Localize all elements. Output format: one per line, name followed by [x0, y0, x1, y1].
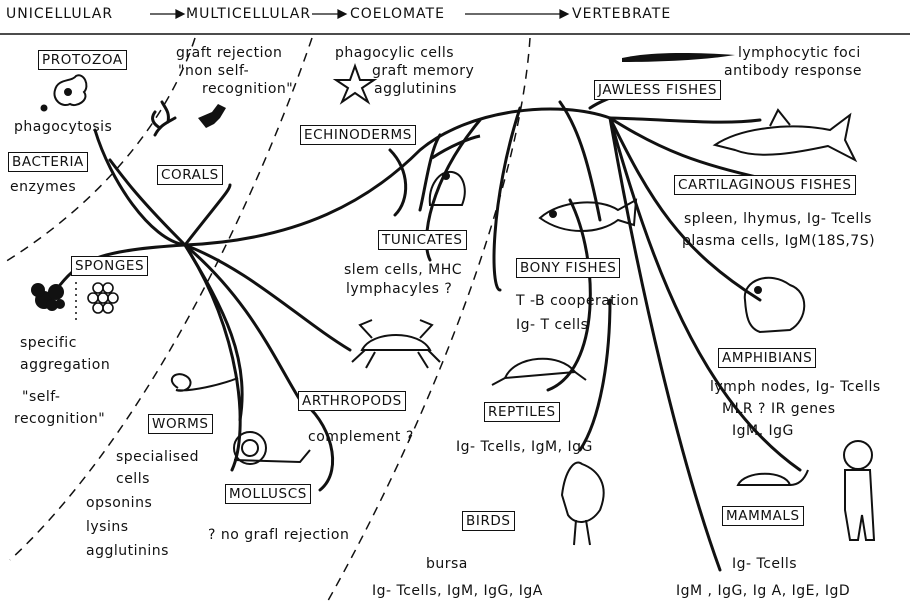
mouse-drawing [736, 469, 809, 486]
chicken-drawing [560, 461, 605, 546]
note-tunicates-2: lymphacyles ? [346, 281, 453, 297]
frog-drawing [743, 276, 806, 334]
note-phagocytosis: phagocytosis [14, 119, 113, 135]
label-corals: CORALS [157, 165, 223, 185]
note-cartilaginous-2: plasma cells, IgM(18S,7S) [682, 233, 876, 249]
label-sponges: SPONGES [71, 256, 149, 276]
label-cartilaginous-fishes: CARTILAGINOUS FISHES [674, 175, 856, 195]
note-graft-rejection-3: recognition" [202, 81, 294, 97]
stage-dividers [4, 37, 531, 606]
note-molluscs-1: ? no grafl rejection [208, 527, 350, 543]
label-worms: WORMS [148, 414, 213, 434]
bony-fish-drawing [538, 198, 638, 232]
note-bony-1: T -B cooperation [516, 293, 640, 309]
protozoa-drawing [53, 74, 88, 106]
note-sponges-1: specific [20, 335, 77, 351]
header-arrows [150, 9, 570, 19]
note-sponges-3: "self- [22, 389, 61, 405]
stage-multicellular: MULTICELLULAR [186, 6, 312, 22]
tunicate-drawing [428, 170, 466, 206]
label-birds: BIRDS [462, 511, 515, 531]
label-protozoa: PROTOZOA [38, 50, 127, 70]
note-worms-4: lysins [86, 519, 129, 535]
label-mammals: MAMMALS [722, 506, 804, 526]
note-amphibians-1: lymph nodes, Ig- Tcells [710, 379, 881, 395]
coral-dark-drawing [198, 104, 226, 128]
label-reptiles: REPTILES [484, 402, 560, 422]
label-bony-fishes: BONY FISHES [516, 258, 621, 278]
shark-drawing [712, 108, 858, 163]
note-mammals-2: IgM , IgG, Ig A, IgE, IgD [676, 583, 851, 599]
starfish-drawing [332, 63, 378, 105]
note-jawless-2: antibody response [724, 63, 862, 79]
note-amphibians-2: MLR ? IR genes [722, 401, 836, 417]
turtle-drawing [491, 357, 587, 386]
note-coelomate-2: graft memory [372, 63, 475, 79]
echinoderm-worm-drawing [431, 134, 481, 160]
note-sponges-4: recognition" [14, 411, 106, 427]
note-graft-rejection-2: "non self- [178, 63, 250, 79]
label-bacteria: BACTERIA [8, 152, 88, 172]
stage-unicellular: UNICELLULAR [6, 6, 114, 22]
sponge-drawing [31, 283, 65, 311]
snail-drawing [233, 431, 311, 465]
note-birds-2: Ig- Tcells, IgM, IgG, IgA [372, 583, 543, 599]
note-enzymes: enzymes [10, 179, 77, 195]
stage-coelomate: COELOMATE [350, 6, 445, 22]
lamprey-drawing [622, 53, 735, 62]
label-molluscs: MOLLUSCS [225, 484, 311, 504]
sponge-cells-drawing [87, 282, 119, 314]
note-coelomate-1: phagocylic cells [335, 45, 455, 61]
note-worms-5: agglutinins [86, 543, 169, 559]
label-tunicates: TUNICATES [378, 230, 467, 250]
crab-drawing [351, 319, 441, 369]
note-mammals-1: Ig- Tcells [732, 556, 798, 572]
note-arthropods-1: complement ? [308, 429, 414, 445]
note-graft-rejection-1: graft rejection [176, 45, 283, 61]
worm-drawing [170, 373, 239, 392]
bacterium-dot [40, 104, 48, 112]
note-amphibians-3: IgM, IgG [732, 423, 794, 439]
note-birds-1: bursa [426, 556, 468, 572]
note-worms-3: opsonins [86, 495, 153, 511]
note-coelomate-3: agglutinins [374, 81, 457, 97]
note-worms-2: cells [116, 471, 150, 487]
note-worms-1: specialised [116, 449, 200, 465]
note-sponges-2: aggregation [20, 357, 111, 373]
note-tunicates-1: slem cells, MHC [344, 262, 463, 278]
astronaut-drawing [843, 440, 876, 541]
note-cartilaginous-1: spleen, lhymus, Ig- Tcells [684, 211, 872, 227]
label-echinoderms: ECHINODERMS [300, 125, 416, 145]
coral-drawing [151, 100, 177, 137]
phylogenetic-branches [58, 84, 802, 572]
note-bony-2: Ig- T cells [516, 317, 589, 333]
note-reptiles-1: Ig- Tcells, IgM, IgG [456, 439, 593, 455]
note-jawless-1: lymphocytic foci [738, 45, 861, 61]
label-jawless-fishes: JAWLESS FISHES [594, 80, 722, 100]
stage-vertebrate: VERTEBRATE [572, 6, 672, 22]
label-arthropods: ARTHROPODS [298, 391, 406, 411]
label-amphibians: AMPHIBIANS [718, 348, 817, 368]
